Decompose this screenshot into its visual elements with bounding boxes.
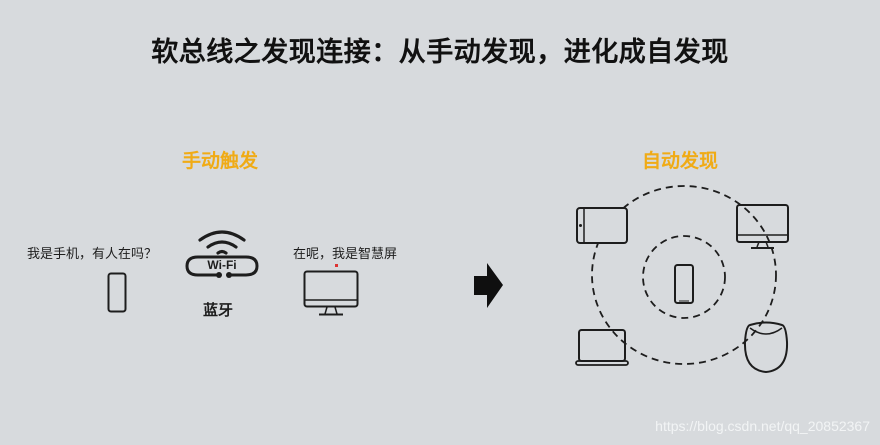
inner-dashed-ring xyxy=(642,235,726,319)
phone-icon xyxy=(107,272,127,313)
auto-discovery-diagram xyxy=(575,185,789,374)
red-dot-marker xyxy=(335,264,338,267)
screen-caption: 在呢，我是智慧屏 xyxy=(293,247,398,262)
tablet-icon xyxy=(576,207,628,244)
auto-discovery-heading: 自动发现 xyxy=(641,150,718,172)
wifi-icon xyxy=(185,230,259,278)
wifi-badge-text: Wi-Fi xyxy=(207,258,237,272)
monitor-icon xyxy=(736,204,789,249)
phone-icon xyxy=(674,264,694,304)
smart-speaker-icon xyxy=(743,321,789,374)
monitor-icon xyxy=(303,270,359,316)
laptop-icon xyxy=(575,329,629,366)
bluetooth-label: 蓝牙 xyxy=(203,301,234,319)
arrow-right-icon xyxy=(474,263,503,308)
phone-caption: 我是手机，有人在吗？ xyxy=(27,247,158,262)
outer-dashed-ring xyxy=(591,185,777,365)
watermark: https://blog.csdn.net/qq_20852367 xyxy=(655,418,870,434)
manual-trigger-heading: 手动触发 xyxy=(181,150,258,172)
page-title: 软总线之发现连接：从手动发现，进化成自发现 xyxy=(151,37,729,68)
